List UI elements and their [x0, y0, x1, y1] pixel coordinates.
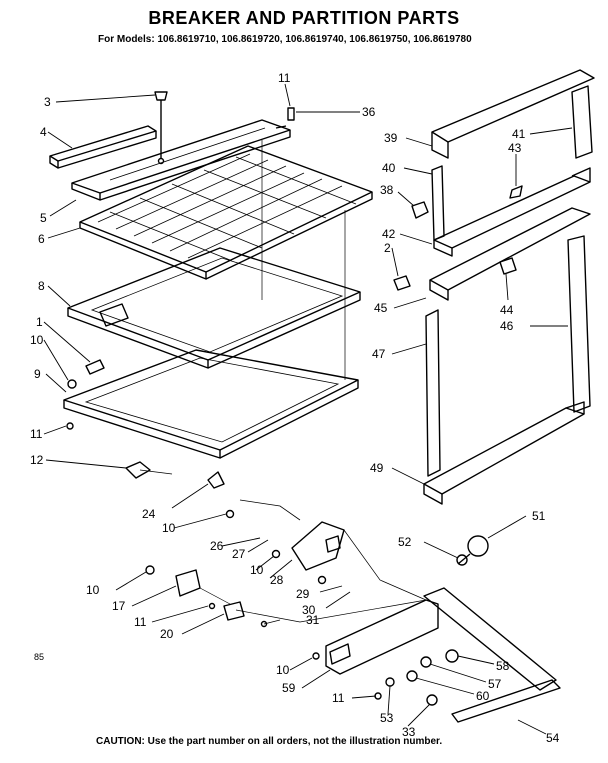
- dashed-line-part: [343, 529, 427, 601]
- callout-label: 43: [508, 141, 522, 155]
- fastener-part: [275, 107, 295, 129]
- screw-part: [271, 549, 281, 559]
- callout-label: 51: [532, 509, 546, 523]
- callout-label: 10: [276, 663, 290, 677]
- freezer-gasket-part: [431, 69, 595, 159]
- control-panel-part: [423, 587, 561, 723]
- breaker-top-part: [71, 91, 291, 201]
- clip-part: [393, 275, 411, 291]
- callout-label: 31: [306, 613, 320, 627]
- callout-label: 10: [162, 521, 176, 535]
- thermostat-part: [125, 461, 173, 479]
- callout-label: 60: [476, 689, 490, 703]
- callout-label: 11: [332, 691, 345, 705]
- callout-label: 38: [380, 183, 394, 197]
- clip-part: [499, 257, 517, 275]
- callout-label: 53: [380, 711, 394, 725]
- clip-part: [66, 422, 74, 430]
- callout-label: 10: [250, 563, 264, 577]
- breaker-strip-part: [49, 125, 157, 169]
- callout-label: 8: [38, 279, 45, 293]
- screw-part: [317, 575, 327, 585]
- freezer-liner-part: [431, 165, 591, 257]
- callout-label: 5: [40, 211, 47, 225]
- callout-label: 11: [30, 427, 43, 441]
- fresh-food-gasket-part: [429, 207, 591, 413]
- clip-part: [411, 201, 429, 219]
- callout-label: 59: [282, 681, 296, 695]
- callout-label: 29: [296, 587, 310, 601]
- callout-label: 33: [402, 725, 416, 739]
- callout-label: 39: [384, 131, 398, 145]
- wire-part: [239, 499, 301, 521]
- screw-part: [208, 602, 216, 610]
- callout-label: 57: [488, 677, 502, 691]
- callout-label: 36: [362, 105, 376, 119]
- diagram-title: BREAKER AND PARTITION PARTS: [148, 8, 460, 28]
- callout-label: 2: [384, 241, 391, 255]
- callout-label: 10: [30, 333, 44, 347]
- callout-label: 9: [34, 367, 41, 381]
- dashed-line-part: [199, 587, 231, 605]
- callout-label: 40: [382, 161, 396, 175]
- callout-label: 11: [134, 615, 147, 629]
- callout-label: 49: [370, 461, 384, 475]
- models-line: For Models: 106.8619710, 106.8619720, 10…: [98, 34, 472, 45]
- caution-note: CAUTION: Use the part number on all orde…: [96, 736, 443, 747]
- callout-label: 58: [496, 659, 510, 673]
- callout-label: 30: [302, 603, 316, 617]
- fastener-part: [225, 509, 235, 519]
- callout-label: 1: [36, 315, 43, 329]
- knob-part: [385, 677, 395, 687]
- page-code: 85: [34, 652, 45, 662]
- screw-part: [312, 652, 320, 660]
- callout-label: 41: [512, 127, 526, 141]
- callout-label: 4: [40, 125, 47, 139]
- partition-grid-part: [79, 145, 373, 280]
- callout-label: 11: [278, 71, 291, 85]
- callout-label: 27: [232, 547, 246, 561]
- lower-frame-part: [63, 140, 359, 459]
- callout-label: 46: [500, 319, 514, 333]
- callout-label: 28: [270, 573, 284, 587]
- leader-lines: [43, 83, 573, 735]
- fresh-food-liner-part: [423, 309, 585, 505]
- callout-label: 52: [398, 535, 412, 549]
- control-housing-part: [291, 521, 345, 571]
- callout-label: 26: [210, 539, 224, 553]
- callout-label: 42: [382, 227, 396, 241]
- knob-part: [406, 649, 459, 682]
- callout-label: 17: [112, 599, 126, 613]
- screw-part: [260, 620, 268, 628]
- callout-label: 54: [546, 731, 560, 745]
- callout-label: 44: [500, 303, 514, 317]
- callout-label: 20: [160, 627, 174, 641]
- callout-label: 47: [372, 347, 386, 361]
- callout-labels: 3 4 5 6 8 1 10 9 11 12 11 36 39 40 38 42…: [30, 71, 560, 745]
- screw-part: [509, 185, 523, 199]
- screw-part: [67, 379, 77, 389]
- knob-part: [207, 471, 225, 489]
- screw-part: [145, 565, 155, 575]
- callout-label: 45: [374, 301, 388, 315]
- callout-label: 12: [30, 453, 44, 467]
- callout-label: 24: [142, 507, 156, 521]
- callout-label: 6: [38, 232, 45, 246]
- bulb-part: [456, 535, 489, 566]
- dashed-line-part: [235, 599, 427, 623]
- callout-label: 3: [44, 95, 51, 109]
- partition-pan-part: [67, 247, 361, 369]
- callout-label: 10: [86, 583, 100, 597]
- spring-part: [426, 694, 438, 706]
